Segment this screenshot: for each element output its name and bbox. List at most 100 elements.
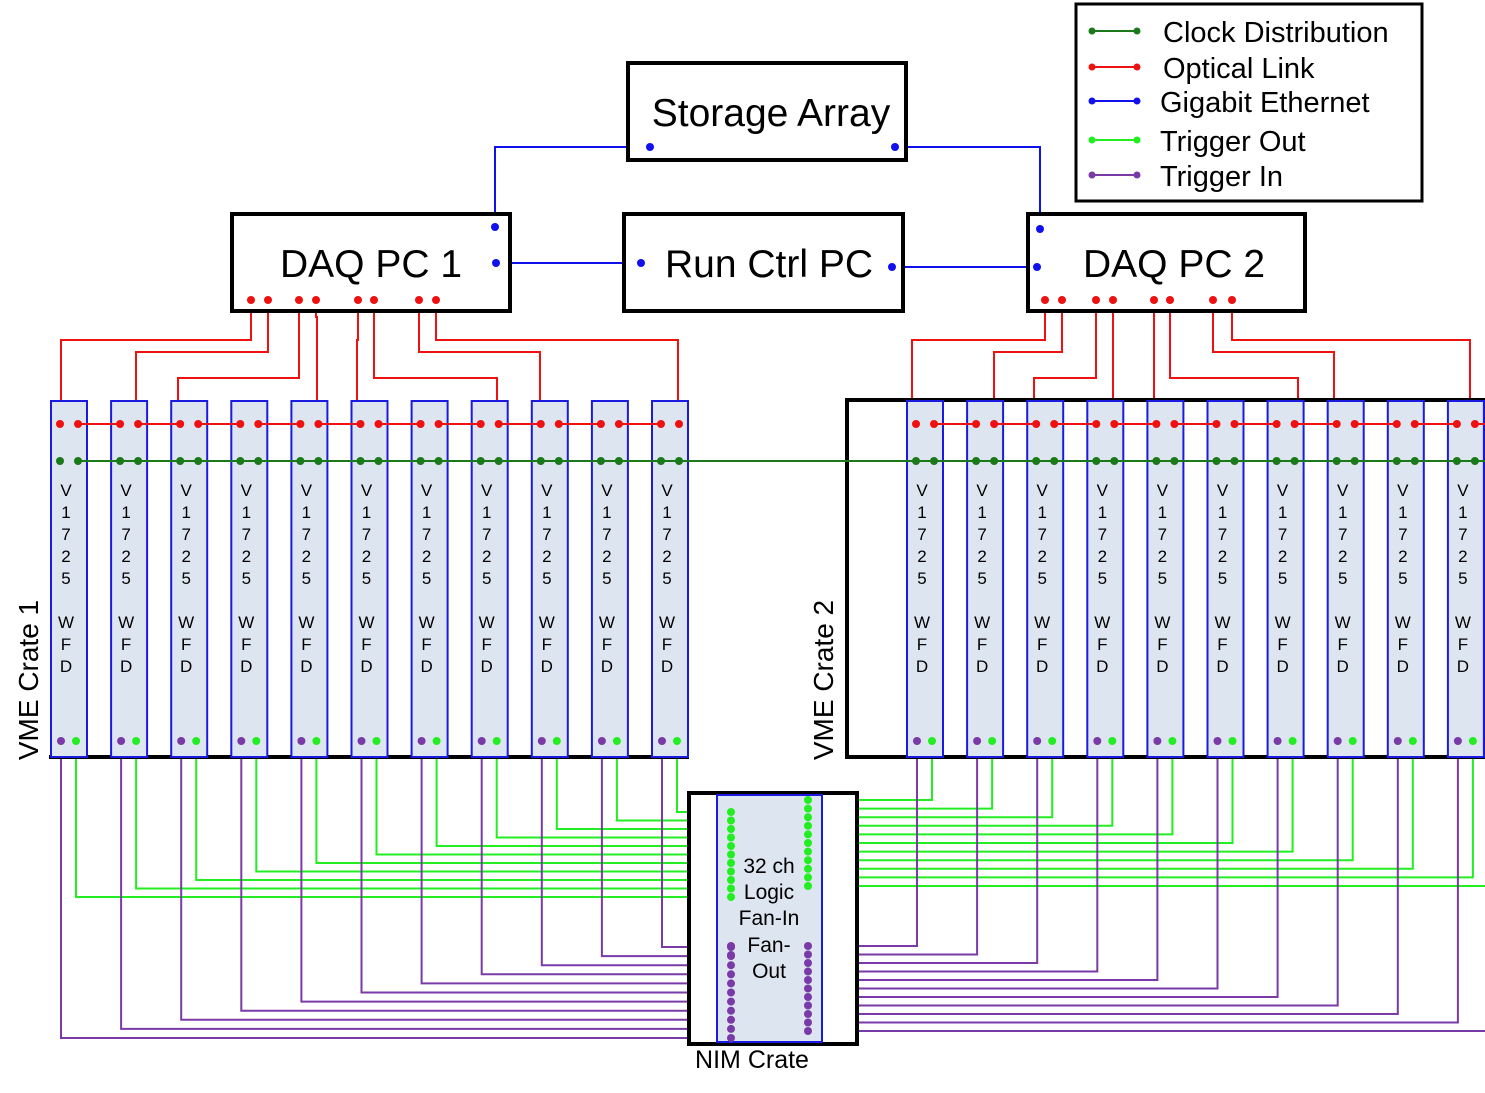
trigger-out-dot [804,821,812,830]
wfd-label-char: 2 [482,547,491,566]
trigger-in-dot [1333,737,1342,745]
wfd-label-char: W [298,613,314,632]
nim-module-line-4: Fan- [747,934,790,957]
trigger-in-dot [727,1024,735,1033]
trigger-out-dot [727,842,735,850]
wfd-label-char: 7 [662,525,671,544]
wfd-label-char: V [120,481,132,500]
trigger-out-dot [492,737,501,745]
trigger-in-dot [57,737,65,745]
clock-port-dot [614,457,623,465]
trigger-in-dot [973,737,982,745]
trigger-out-dot [988,737,997,745]
daq-pc-1-label: DAQ PC 1 [280,243,462,286]
trigger-in-dot [727,997,735,1006]
trigger-out-dot [727,825,735,833]
legend-trigin-dot-left [1088,171,1096,179]
wfd-label-char: 7 [1158,525,1167,544]
wfd-label-char: 2 [1278,547,1287,566]
wfd-label-char: V [1157,481,1169,500]
optical-port-dot [1110,420,1119,428]
clock-port-dot [236,457,245,465]
ethernet-port-dot [491,223,499,231]
wfd-label-char: 7 [917,525,926,544]
wfd-label-char: V [601,481,613,500]
wfd-label-char: W [1094,613,1110,632]
wfd-label-char: D [300,657,312,676]
wfd-label-char: 7 [181,525,190,544]
wfd-label-char: D [1457,657,1469,676]
wfd-label-char: 2 [542,547,551,566]
wfd-label-char: D [1036,657,1048,676]
trigger-out-dot [252,737,261,745]
trigger-in-dot [117,737,126,745]
legend-optical-dot-left [1088,63,1096,71]
trigger-out-dot [727,816,735,825]
wfd-label-char: V [1337,481,1349,500]
wfd-label-char: V [181,481,193,500]
wfd-label-char: W [599,613,615,632]
trigger-in-dot [297,737,306,745]
wfd-label-char: 2 [121,547,130,566]
legend-trigin-label: Trigger In [1160,161,1283,193]
optical-link [135,300,269,424]
trigger-out-line [808,741,1234,844]
wfd-label-char: D [120,657,132,676]
wfd-label-char: W [974,613,990,632]
optical-port-dot [1228,296,1236,304]
wfd-label-char: 5 [1218,569,1227,588]
wfd-label-char: D [360,657,372,676]
wfd-label-char: W [1335,613,1351,632]
clock-port-dot [494,457,503,465]
daq-pc-2-label: DAQ PC 2 [1083,243,1265,286]
wfd-label-char: D [1276,657,1288,676]
optical-link [993,300,1063,424]
clock-port-dot [657,457,665,465]
wfd-label-char: 1 [1037,503,1046,522]
trigger-in-dot [1093,737,1102,745]
wfd-label-char: 5 [917,569,926,588]
ethernet-port-dot [492,259,500,267]
optical-port-dot [554,420,563,428]
trigger-out-line [808,885,1485,887]
wfd-label-char: 5 [1458,569,1467,588]
wfd-label-char: F [662,635,672,654]
clock-port-dot [1230,457,1239,465]
legend-clock-dot-right [1133,27,1141,35]
wfd-label-char: 7 [362,525,371,544]
clock-port-dot [1350,457,1359,465]
wfd-label-char: 2 [61,547,70,566]
wfd-label-char: 5 [977,569,986,588]
trigger-in-line [60,741,731,1039]
wfd-label-char: 1 [1098,503,1107,522]
clock-port-dot [314,457,323,465]
wfd-label-char: 5 [1158,569,1167,588]
vme-crate-2-label: VME Crate 2 [808,600,839,760]
wfd-label-char: F [1277,635,1287,654]
storage-array-label: Storage Array [652,92,891,135]
wfd-label-char: 2 [602,547,611,566]
optical-link [1231,300,1471,424]
wfd-label-char: W [1455,613,1471,632]
trigger-in-dot [1153,737,1162,745]
trigger-out-dot [727,833,735,842]
clock-port-dot [1392,457,1401,465]
wfd-label-char: D [541,657,553,676]
trigger-out-dot [727,876,735,884]
trigger-in-line [180,741,731,1021]
clock-port-dot [356,457,365,465]
wfd-label-char: 7 [422,525,431,544]
wfd-label-char: V [1097,481,1109,500]
clock-port-dot [176,457,185,465]
legend-trigin-dot-right [1133,171,1141,179]
trigger-out-dot [1468,737,1477,745]
clock-port-dot [1290,457,1299,465]
wfd-label-char: F [61,635,71,654]
wfd-label-char: 2 [1158,547,1167,566]
clock-port-dot [434,457,443,465]
clock-port-dot [1050,457,1059,465]
clock-port-dot [596,457,605,465]
optical-port-dot [1058,296,1066,304]
wfd-label-char: D [661,657,673,676]
